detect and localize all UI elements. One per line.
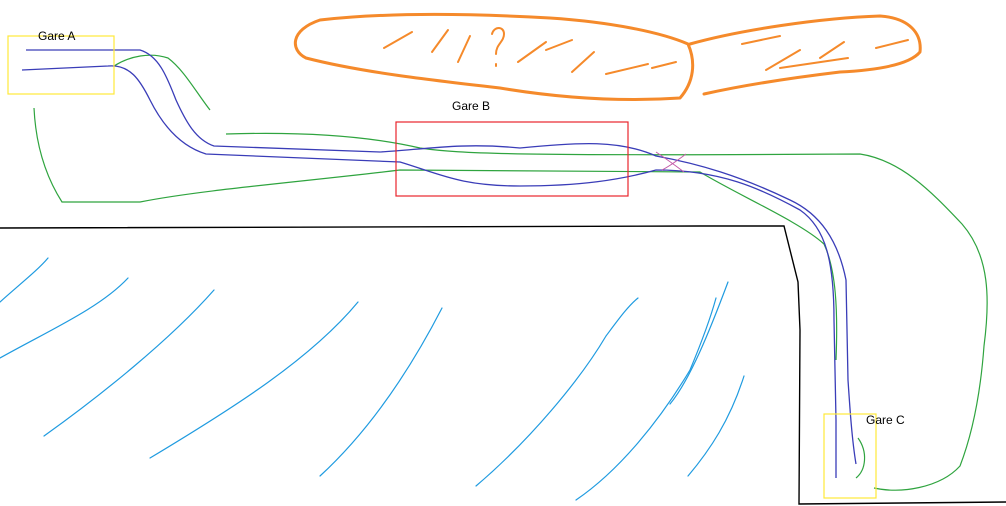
blue-track — [21, 49, 857, 478]
river — [0, 277, 129, 359]
station-label-gare-c: Gare C — [866, 413, 905, 427]
river — [669, 281, 729, 405]
blue-track-rail — [26, 49, 857, 465]
cloud-right — [688, 14, 922, 96]
river — [319, 307, 443, 477]
station-label-gare-a: Gare A — [38, 29, 75, 43]
station-box-gare-c — [823, 413, 877, 499]
station-label-gare-b: Gare B — [452, 99, 490, 113]
rivers — [0, 257, 745, 501]
green-track-loop-a — [33, 107, 838, 361]
cloud-scribble — [383, 29, 909, 75]
cloud-left — [293, 13, 695, 102]
river — [0, 257, 49, 303]
station-box-gare-a — [7, 35, 115, 95]
green-track-mid — [225, 132, 988, 491]
river — [475, 297, 639, 487]
blue-track-rail — [21, 65, 837, 478]
river — [149, 301, 359, 459]
green-track-a-top — [113, 54, 211, 111]
coastline — [0, 225, 1006, 505]
river — [575, 297, 717, 501]
cloud-group — [293, 13, 922, 102]
station-box-gare-b — [395, 121, 629, 197]
river — [43, 289, 215, 437]
green-track-c-dash — [855, 437, 866, 479]
question-mark — [491, 27, 505, 67]
track-crossing — [655, 151, 687, 173]
river — [687, 375, 745, 477]
